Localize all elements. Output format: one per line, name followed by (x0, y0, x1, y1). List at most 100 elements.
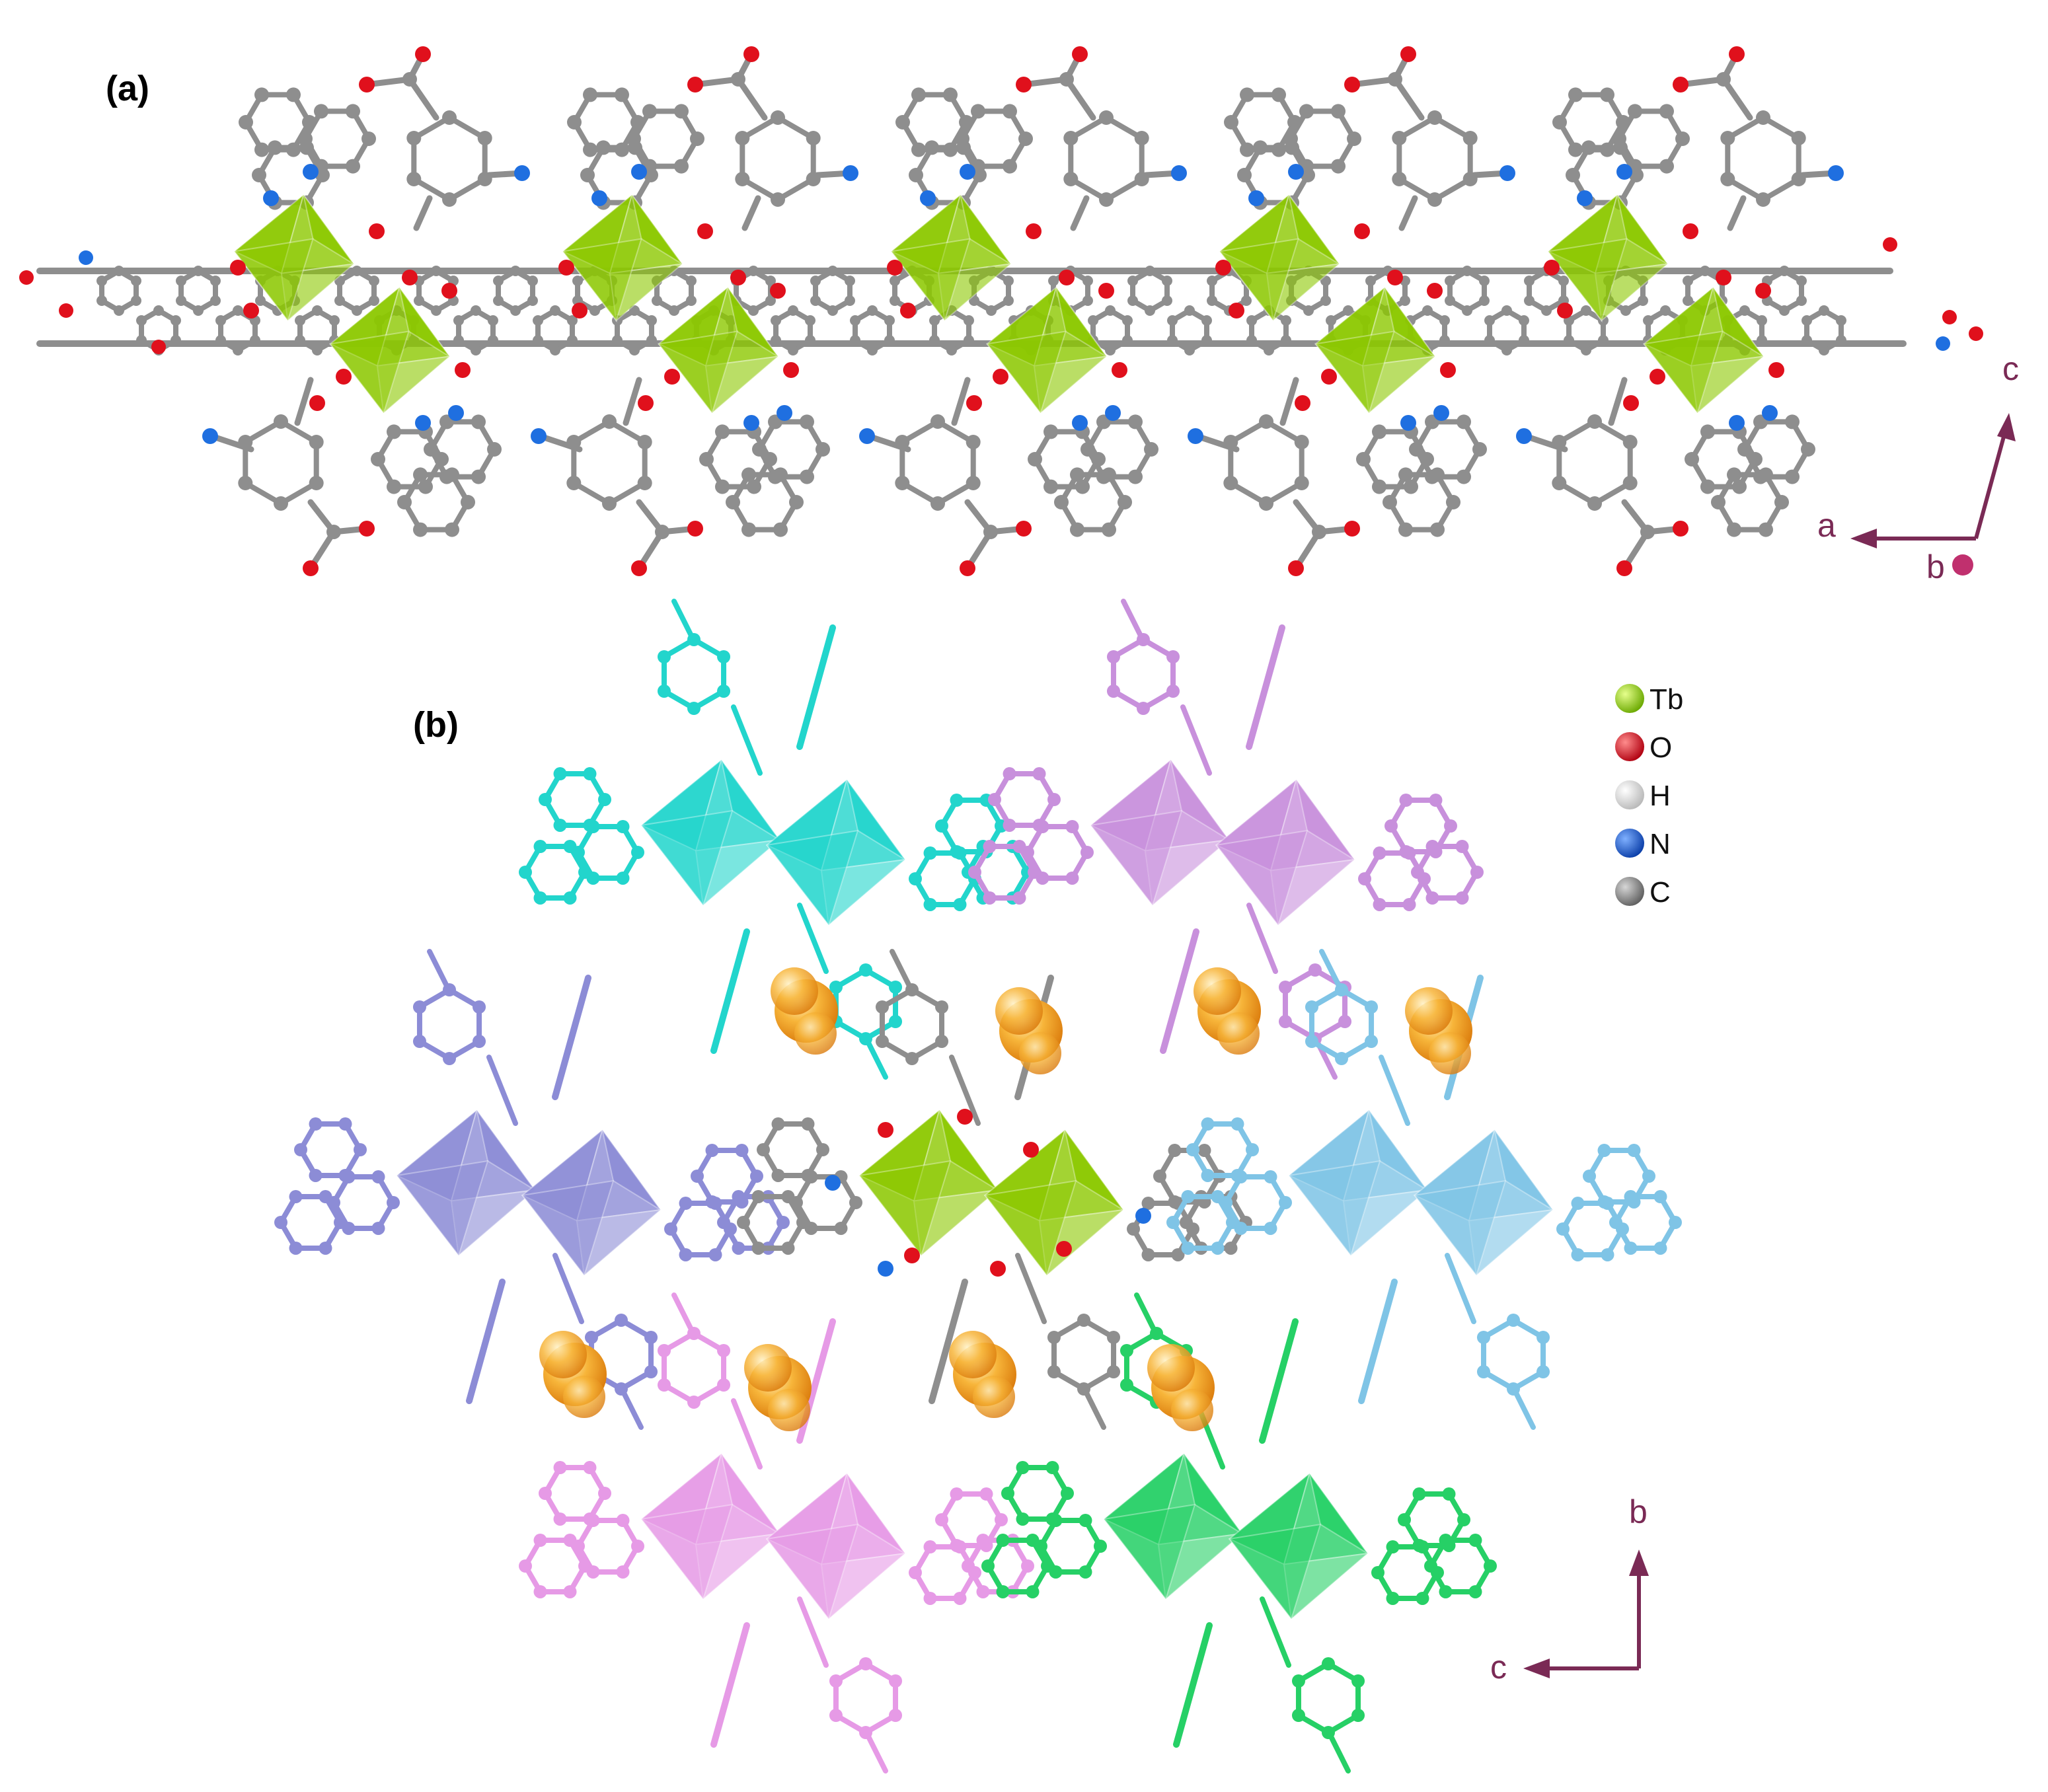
tb-polyhedron-lower (1314, 285, 1437, 416)
atom (850, 315, 861, 326)
atom (1388, 72, 1402, 87)
atom (889, 1674, 903, 1688)
atom (445, 522, 459, 537)
bond (623, 377, 642, 426)
atom (1600, 87, 1614, 102)
atom (1801, 442, 1815, 457)
guest-sphere (563, 1376, 605, 1418)
atom (652, 295, 663, 306)
atom (151, 340, 166, 354)
legend-h-label: H (1650, 780, 1671, 812)
atom (1472, 442, 1487, 457)
atom (319, 1190, 332, 1204)
atom (1416, 1591, 1429, 1605)
atom (1294, 476, 1309, 490)
atom (1729, 46, 1745, 62)
atom (834, 1221, 848, 1235)
atom (1365, 276, 1377, 286)
atom (402, 72, 417, 87)
atom (268, 140, 282, 155)
atom (583, 87, 597, 102)
polyhedron-face (1546, 238, 1628, 322)
atom (890, 295, 901, 306)
atom (1048, 276, 1059, 286)
atom (1365, 1035, 1379, 1048)
atom (1063, 131, 1079, 145)
atom (1601, 1248, 1614, 1261)
atom (1650, 369, 1665, 385)
atom (983, 891, 997, 905)
atom (1564, 335, 1575, 346)
atom (644, 1365, 658, 1378)
atom (957, 1109, 973, 1125)
atom (1028, 452, 1042, 467)
guest-molecule (995, 987, 1063, 1074)
atom (909, 872, 922, 885)
atom (539, 1487, 552, 1500)
atom (309, 476, 324, 490)
axis-b2-label: b (1629, 1493, 1648, 1530)
atom (1059, 72, 1074, 87)
atom (514, 165, 530, 181)
atom (1128, 469, 1143, 484)
atom (657, 1378, 671, 1392)
atom (1056, 1241, 1072, 1257)
atom (829, 981, 843, 994)
atom (1305, 1000, 1318, 1014)
atom (233, 305, 243, 316)
atom (96, 295, 108, 306)
atom (644, 1331, 658, 1344)
axis-b-label: b (1926, 548, 1945, 585)
atom (578, 866, 591, 879)
atom (981, 1559, 995, 1573)
atom (827, 266, 838, 276)
atom (461, 495, 475, 509)
polyhedron-face (1368, 1109, 1428, 1191)
atom (1835, 315, 1846, 326)
atom (771, 315, 782, 326)
atom (1383, 495, 1397, 509)
atom (1622, 476, 1638, 490)
bond (890, 949, 915, 994)
atom (1819, 345, 1829, 355)
atom (1045, 1461, 1059, 1475)
atom (679, 1197, 693, 1211)
atom (909, 168, 923, 182)
atom (923, 1591, 937, 1605)
atom (1259, 414, 1273, 429)
atom (1683, 223, 1698, 239)
atom (153, 305, 164, 316)
atom (1727, 522, 1741, 537)
bond (735, 76, 768, 121)
polyhedron-face (985, 330, 1067, 415)
atom (1166, 1216, 1180, 1229)
atom (1224, 1241, 1238, 1255)
polyhedron-face (960, 194, 1012, 265)
atom (717, 685, 731, 698)
atom (1288, 164, 1304, 180)
polyhedron-face (1308, 1473, 1369, 1554)
polyhedron-face (395, 1160, 489, 1257)
polyhedron-face (983, 1179, 1077, 1277)
atom (1936, 336, 1950, 351)
bond (1260, 1596, 1291, 1668)
atom (1280, 315, 1291, 326)
atom (929, 335, 940, 346)
atom (471, 414, 486, 429)
atom (1001, 1487, 1014, 1500)
atom (741, 522, 756, 537)
atom (602, 496, 617, 511)
bond (486, 1055, 518, 1126)
atom (368, 295, 379, 306)
atom (254, 87, 269, 102)
atom (1399, 794, 1413, 807)
guest-sphere (771, 967, 818, 1015)
atom (747, 479, 761, 494)
atom (1623, 395, 1639, 411)
bond (1160, 928, 1199, 1054)
bond (1608, 377, 1628, 426)
atom (690, 131, 704, 146)
atom (193, 266, 204, 276)
atom (1278, 981, 1292, 994)
atom (1077, 1314, 1090, 1327)
